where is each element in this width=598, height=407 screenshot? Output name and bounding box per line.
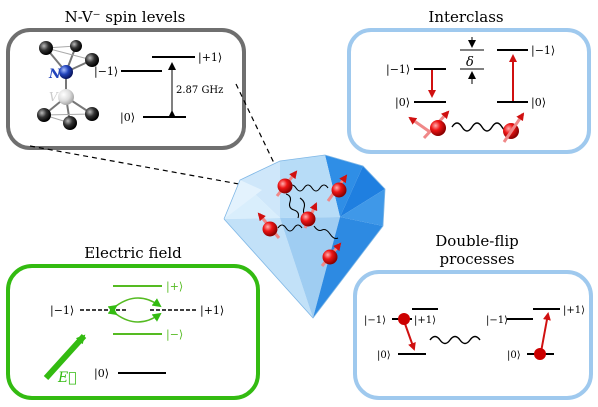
double-flip-title-line1: Double-flip <box>435 232 518 250</box>
spin-coupling-wave <box>285 193 300 219</box>
spin <box>275 170 298 197</box>
spin-coupling-wave <box>277 224 303 232</box>
spin <box>320 242 342 267</box>
carbon-atom <box>70 40 82 52</box>
zoom-dashed-line <box>29 145 284 193</box>
df-right-spin <box>534 348 546 360</box>
electric-field-panel: Electric field |+⟩ |−⟩ |−1⟩ |+1⟩ E⃗ |0⟩ <box>6 244 260 400</box>
carbon-atom <box>63 116 77 130</box>
interclass-right-zero-label: |0⟩ <box>531 96 546 110</box>
level-plus1-label: |+1⟩ <box>200 304 224 318</box>
df-left-decay-arrow <box>403 320 416 351</box>
spin-coupling-wave <box>287 184 329 192</box>
level-plus-label: |+⟩ <box>166 280 183 294</box>
nv-level-zero-label: |0⟩ <box>120 111 135 125</box>
df-coupling-wave <box>429 335 481 345</box>
interclass-spin-left <box>408 110 450 140</box>
df-right-plus1-label: |+1⟩ <box>563 305 585 316</box>
df-left-spin <box>398 313 410 325</box>
electric-field-label: E⃗ <box>57 370 77 386</box>
carbon-atom <box>37 108 51 122</box>
nv-panel: N-V⁻ spin levels N V <box>6 8 246 150</box>
nv-splitting-label: 2.87 GHz <box>176 85 223 96</box>
nv-level-minus1-label: |−1⟩ <box>94 65 118 79</box>
df-left-zero-label: |0⟩ <box>377 350 391 361</box>
carbon-atom <box>85 107 99 121</box>
df-left-minus1-label: |−1⟩ <box>364 315 386 326</box>
level-zero-label: |0⟩ <box>94 367 109 381</box>
nitrogen-atom <box>59 65 73 79</box>
interclass-left-zero-label: |0⟩ <box>395 96 410 110</box>
df-left-plus1-label: |+1⟩ <box>414 315 436 326</box>
electric-field-arrow <box>43 333 87 381</box>
spin <box>326 174 348 202</box>
df-right-zero-label: |0⟩ <box>507 350 521 361</box>
vacancy-site <box>58 89 74 105</box>
spin-coupling-wave <box>313 225 339 240</box>
nv-spin-bath <box>257 170 348 267</box>
level-minus1-label: |−1⟩ <box>50 304 74 318</box>
electric-field-panel-title: Electric field <box>84 244 182 262</box>
nv-center-structure: N V <box>37 40 99 130</box>
mixing-arrow-upper <box>107 297 162 314</box>
spin <box>300 202 318 229</box>
interclass-left-minus1-label: |−1⟩ <box>386 63 410 77</box>
mixing-arrow-lower <box>107 306 162 323</box>
carbon-atom <box>85 53 99 67</box>
vacancy-label: V <box>49 90 59 104</box>
diamond-crystal <box>223 154 386 319</box>
interclass-coupling-wave <box>451 122 513 132</box>
carbon-atom <box>39 41 53 55</box>
nv-level-plus1-label: |+1⟩ <box>198 51 222 65</box>
interclass-panel-title: Interclass <box>428 8 503 26</box>
double-flip-panel-frame <box>353 270 593 400</box>
double-flip-panel: Double-flip processes |−1⟩ |+1⟩ |0⟩ |−1⟩… <box>353 232 593 400</box>
interclass-panel: Interclass |−1⟩ |0⟩ |−1⟩ |0⟩ δ <box>347 8 591 154</box>
level-minus-label: |−⟩ <box>166 328 183 342</box>
df-right-excitation-arrow <box>540 312 551 353</box>
nitrogen-label: N <box>48 67 62 82</box>
nv-panel-title: N-V⁻ spin levels <box>65 8 186 26</box>
delta-label: δ <box>466 55 474 70</box>
spin <box>257 212 281 239</box>
interclass-spin-right <box>502 112 525 143</box>
double-flip-title-line2: processes <box>439 250 514 268</box>
df-right-minus1-label: |−1⟩ <box>486 315 508 326</box>
electric-field-panel-frame <box>6 264 260 400</box>
interclass-right-minus1-label: |−1⟩ <box>531 44 555 58</box>
